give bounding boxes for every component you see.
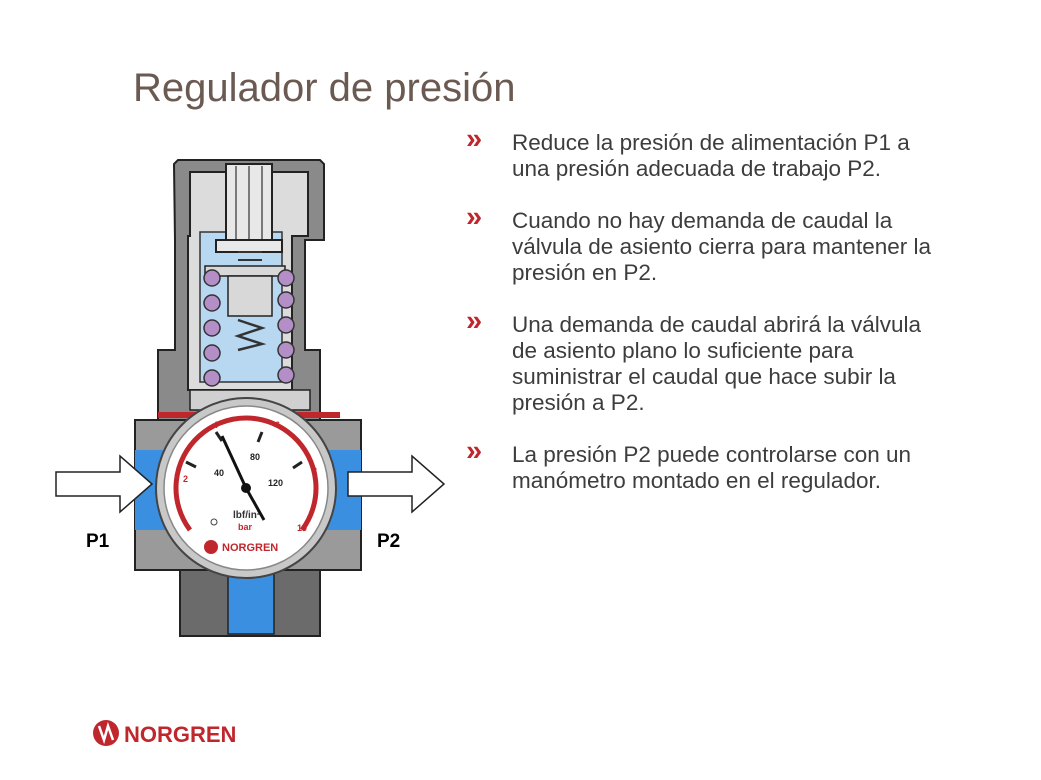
drain-port: [227, 569, 275, 635]
slide-title: Regulador de presión: [133, 66, 516, 110]
adjusting-screw: [215, 163, 283, 269]
gauge-stop-pin: [210, 518, 218, 526]
gauge-psi-tick: 40: [214, 468, 224, 478]
valve-stem-thread: [234, 318, 267, 352]
bullet-item: » Una demanda de caudal abrirá la válvula…: [462, 307, 932, 416]
inlet-arrow: [55, 454, 154, 514]
gauge-pivot: [241, 483, 251, 493]
chevron-bullet-icon: »: [466, 435, 483, 467]
spring: [203, 269, 295, 387]
gauge-bar-tick: 10: [297, 523, 307, 533]
gauge-psi-tick: 120: [268, 478, 283, 488]
gauge-red-arc: [173, 415, 319, 532]
gauge-bar-tick: 2: [183, 474, 188, 484]
bullet-text: Cuando no hay demanda de caudal la válvu…: [512, 208, 931, 285]
bullet-text: La presión P2 puede controlarse con un m…: [512, 442, 912, 493]
norgren-wordmark: NORGREN: [124, 722, 236, 747]
gauge-psi-tick: 80: [250, 452, 260, 462]
bullet-text: Una demanda de caudal abrirá la válvula …: [512, 312, 922, 415]
bullet-item: » Reduce la presión de alimentación P1 a …: [462, 125, 932, 182]
gauge-bar-tick: 4: [213, 420, 218, 430]
gauge-needle: [220, 435, 248, 489]
gauge-unit-bar: bar: [238, 522, 253, 532]
gauge-needle-tail: [244, 487, 266, 521]
outlet-label: P2: [377, 531, 400, 552]
gauge-bar-tick: 6: [275, 420, 280, 430]
outlet-arrow: [347, 454, 446, 514]
chevron-bullet-icon: »: [466, 123, 483, 155]
chevron-bullet-icon: »: [466, 305, 483, 337]
inlet-label: P1: [86, 531, 110, 552]
gauge-unit-psi: lbf/in²: [233, 510, 261, 521]
norgren-logo: NORGREN: [93, 720, 236, 747]
valve-stem-guide: [227, 275, 273, 317]
chevron-bullet-icon: »: [466, 201, 483, 233]
gauge-bar-tick: 8: [312, 466, 317, 476]
pressure-gauge: 2 4 6 8 10 40 80 120 lbf/in² bar NORGREN: [155, 397, 337, 579]
pressure-regulator-diagram: P1 P2 2 4 6 8 10 40 80 120 lbf/in² bar N…: [55, 159, 446, 637]
bullet-text: Reduce la presión de alimentación P1 a u…: [512, 130, 910, 181]
bullet-item: » Cuando no hay demanda de caudal la válv…: [462, 203, 932, 286]
gauge-brand: NORGREN: [222, 542, 278, 554]
bullet-list: » Reduce la presión de alimentación P1 a …: [462, 125, 932, 520]
bullet-item: » La presión P2 puede controlarse con un …: [462, 437, 932, 494]
gauge-norgren-logo-icon: [204, 540, 218, 554]
